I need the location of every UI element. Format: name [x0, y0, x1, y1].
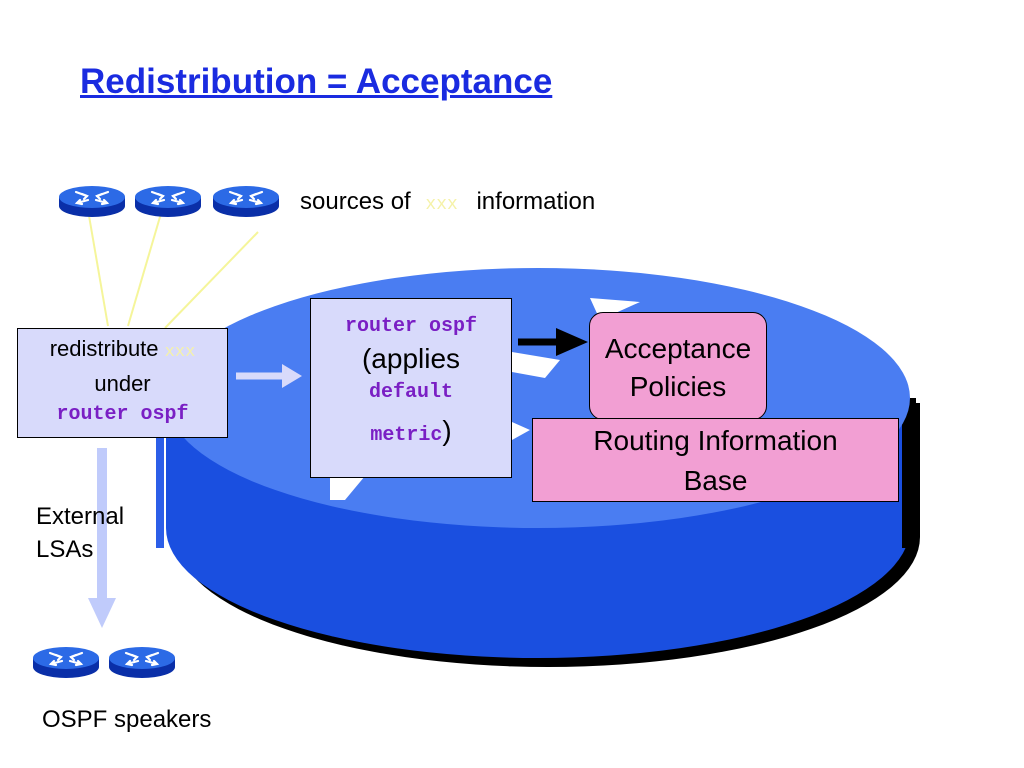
sources-label: sources of xxx information [300, 188, 595, 216]
sources-suffix: information [476, 188, 596, 215]
acceptance-line2: Policies [629, 371, 727, 402]
rib-line2: Base [683, 465, 748, 496]
applies-text: (applies [361, 343, 461, 374]
external-lsas-label: External LSAs [36, 500, 124, 566]
close-paren: ) [442, 415, 452, 446]
acceptance-policies-box: Acceptance Policies [589, 312, 767, 420]
router-icon [133, 184, 203, 219]
rib-line1: Routing Information [593, 425, 838, 456]
acceptance-line1: Acceptance [604, 333, 752, 364]
router-icon [211, 184, 281, 219]
redistribute-box: redistribute xxx under router ospf [17, 328, 228, 438]
external-line1: External [36, 503, 125, 530]
arrow-icon [88, 448, 116, 628]
arrow-icon [236, 364, 302, 388]
router-command: router ospf [344, 315, 478, 338]
redistribute-text: redistribute [49, 336, 159, 361]
routing-information-base-box: Routing Information Base [532, 418, 899, 502]
ospf-speakers-label: OSPF speakers [42, 706, 212, 733]
router-ospf-box: router ospf (applies default metric) [310, 298, 512, 478]
router-icon [31, 645, 101, 680]
redistribute-command: router ospf [56, 403, 189, 426]
sources-placeholder: xxx [425, 195, 458, 215]
metric-keyword: metric [370, 424, 443, 447]
redistribute-placeholder: xxx [164, 343, 196, 362]
slide-title: Redistribution = Acceptance [80, 62, 553, 101]
arrow-icon [518, 328, 588, 356]
redistribute-under: under [94, 371, 151, 396]
sources-prefix: sources of [300, 188, 411, 215]
router-icon [107, 645, 177, 680]
external-line2: LSAs [36, 536, 94, 563]
default-keyword: default [368, 381, 453, 404]
source-lines [87, 209, 259, 329]
router-icon [57, 184, 127, 219]
